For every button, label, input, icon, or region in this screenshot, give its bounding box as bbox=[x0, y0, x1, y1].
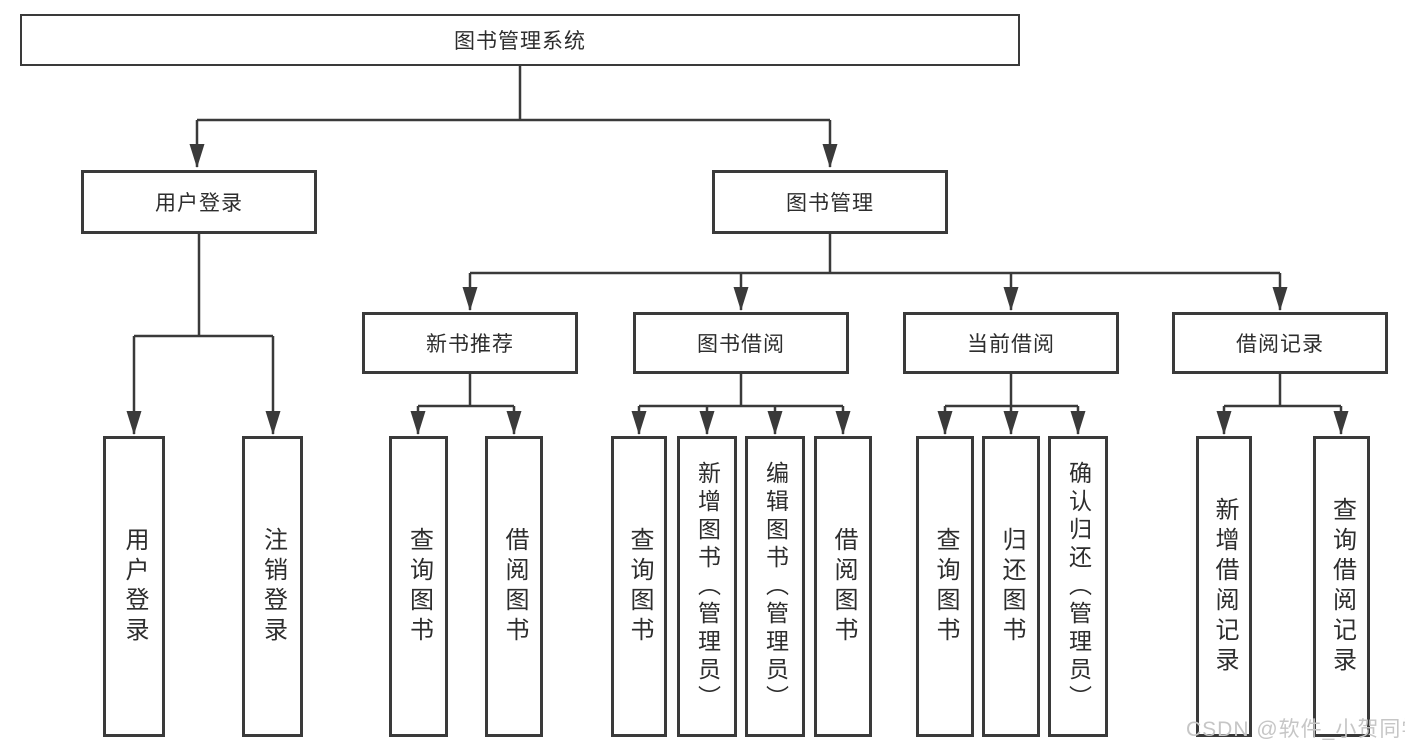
leaf-borrow-books-recommend: 借阅图书 bbox=[485, 436, 543, 737]
leaf-query-books-recommend: 查询图书 bbox=[389, 436, 448, 737]
leaf-query-books-recommend-label: 查询图书 bbox=[405, 526, 433, 647]
leaf-borrow-books-label: 借阅图书 bbox=[830, 526, 857, 647]
node-book-management-module: 图书管理 bbox=[712, 170, 948, 234]
leaf-query-books-borrowing-label: 查询图书 bbox=[626, 526, 653, 647]
leaf-add-books-admin-label: 新增图书（管理员） bbox=[694, 460, 721, 713]
leaf-user-login-label: 用户登录 bbox=[121, 526, 148, 647]
leaf-add-borrow-record: 新增借阅记录 bbox=[1196, 436, 1252, 737]
leaf-add-borrow-record-label: 新增借阅记录 bbox=[1211, 496, 1238, 677]
leaf-add-books-admin: 新增图书（管理员） bbox=[677, 436, 737, 737]
csdn-watermark: CSDN @软件_小贺同学 bbox=[1186, 718, 1405, 741]
node-current-borrowing-label: 当前借阅 bbox=[967, 333, 1055, 356]
node-borrowing-records-label: 借阅记录 bbox=[1236, 333, 1324, 356]
node-user-login-module-label: 用户登录 bbox=[155, 192, 243, 215]
node-system-root: 图书管理系统 bbox=[20, 14, 1020, 66]
leaf-borrow-books-recommend-label: 借阅图书 bbox=[501, 526, 528, 647]
leaf-edit-books-admin-label: 编辑图书（管理员） bbox=[762, 460, 789, 713]
leaf-borrow-books: 借阅图书 bbox=[814, 436, 872, 737]
node-current-borrowing: 当前借阅 bbox=[903, 312, 1119, 374]
node-book-borrowing: 图书借阅 bbox=[633, 312, 849, 374]
node-borrowing-records: 借阅记录 bbox=[1172, 312, 1388, 374]
leaf-confirm-return-admin: 确认归还（管理员） bbox=[1048, 436, 1108, 737]
leaf-return-books-label: 归还图书 bbox=[998, 526, 1025, 647]
leaf-query-borrow-record: 查询借阅记录 bbox=[1313, 436, 1370, 737]
leaf-logout-label: 注销登录 bbox=[259, 526, 287, 647]
leaf-query-books-borrowing: 查询图书 bbox=[611, 436, 667, 737]
node-new-book-recommendation-label: 新书推荐 bbox=[426, 333, 514, 356]
node-book-management-module-label: 图书管理 bbox=[786, 192, 874, 215]
leaf-query-books-current: 查询图书 bbox=[916, 436, 974, 737]
leaf-logout: 注销登录 bbox=[242, 436, 303, 737]
leaf-return-books: 归还图书 bbox=[982, 436, 1040, 737]
node-new-book-recommendation: 新书推荐 bbox=[362, 312, 578, 374]
leaf-query-books-current-label: 查询图书 bbox=[932, 526, 959, 647]
leaf-query-borrow-record-label: 查询借阅记录 bbox=[1328, 496, 1356, 677]
node-book-borrowing-label: 图书借阅 bbox=[697, 333, 785, 356]
node-system-root-label: 图书管理系统 bbox=[454, 30, 586, 53]
leaf-confirm-return-admin-label: 确认归还（管理员） bbox=[1065, 460, 1092, 713]
node-user-login-module: 用户登录 bbox=[81, 170, 317, 234]
leaf-user-login: 用户登录 bbox=[103, 436, 165, 737]
leaf-edit-books-admin: 编辑图书（管理员） bbox=[745, 436, 805, 737]
